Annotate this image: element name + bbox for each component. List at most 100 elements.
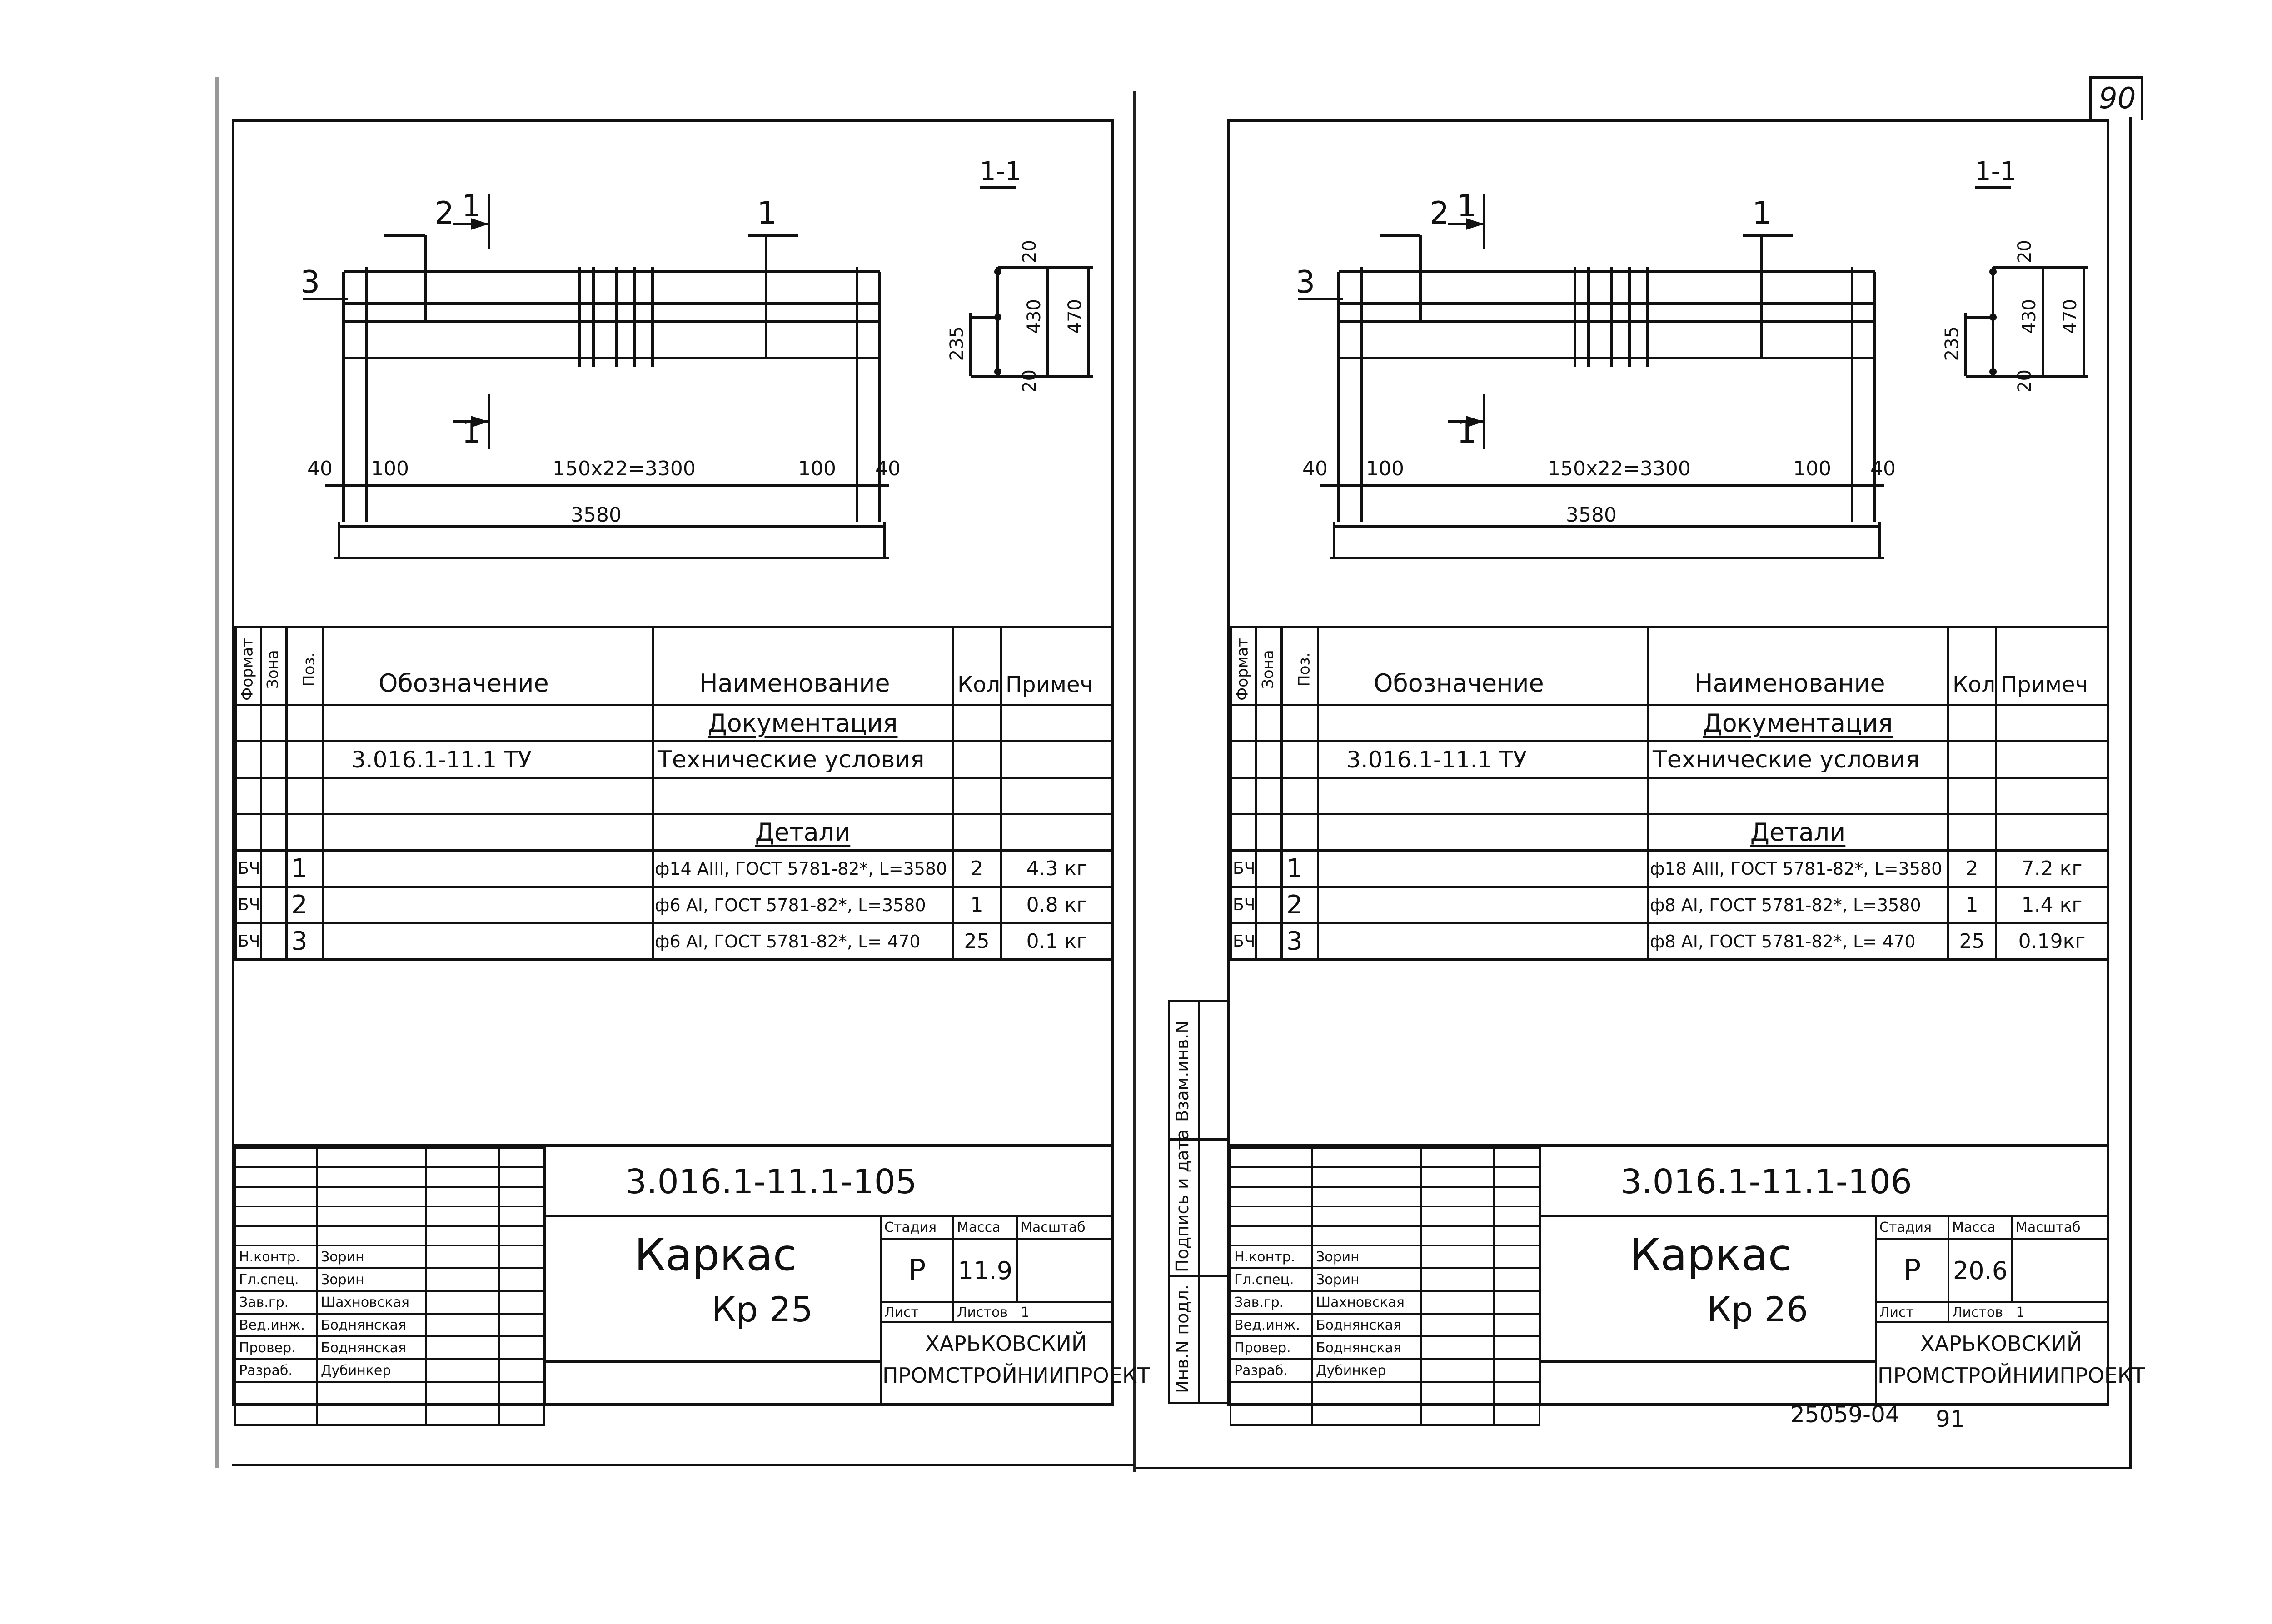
section-dim-outer: 470 xyxy=(1065,299,1086,334)
dim-right-end: 40 xyxy=(875,457,901,480)
cut-label-top: 1 xyxy=(1457,188,1477,224)
dim-left-offset: 100 xyxy=(371,457,409,480)
section-dim-inner: 430 xyxy=(2019,299,2040,334)
table-row: БЧ 2 ф6 AI, ГОСТ 5781-82*, L=3580 1 0.8 … xyxy=(234,886,1114,924)
dim-left-offset: 100 xyxy=(1366,457,1404,480)
stage-value: Р xyxy=(880,1238,954,1303)
stage-table: Стадия Масса Масштаб Р 11.9 Лист Листов … xyxy=(880,1215,1113,1323)
page-number: 90 xyxy=(2099,82,2136,115)
col-designation: Обозначение xyxy=(1317,626,1649,706)
specification-table: Формат Зона Поз. Обозначение Наименовани… xyxy=(234,626,1114,961)
doc-title: Каркас xyxy=(634,1230,797,1280)
dim-right-end: 40 xyxy=(1870,457,1896,480)
pos-label-1: 1 xyxy=(1752,195,1772,231)
dim-middle: 150x22=3300 xyxy=(553,457,696,480)
frame-drawing xyxy=(1298,186,2088,559)
dim-left-end: 40 xyxy=(1302,457,1328,480)
cut-label-bottom: 1 xyxy=(462,414,482,450)
doc-name: Технические условия xyxy=(1647,740,1949,779)
pos-label-3: 3 xyxy=(1295,264,1315,300)
page-number-box: 90 xyxy=(2089,76,2143,120)
doc-title: Каркас xyxy=(1629,1230,1792,1280)
specification-table: Формат Зона Поз. Обозначение Наименовани… xyxy=(1230,626,2109,961)
stage-table: Стадия Масса Масштаб Р 20.6 Лист Листов … xyxy=(1875,1215,2108,1323)
col-pos: Поз. xyxy=(1281,627,1318,705)
doc-subtitle: Кр 25 xyxy=(712,1289,813,1330)
title-block: Н.контр. Зорин Гл.спец. Зорин Зав.гр. Ша… xyxy=(1230,1144,2145,1426)
col-designation: Обозначение xyxy=(322,626,654,706)
footer-code: 25059-04 xyxy=(1790,1401,1900,1428)
signature-table: Н.контр. Зорин Гл.спец. Зорин Зав.гр. Ша… xyxy=(234,1147,545,1426)
col-zone: Зона xyxy=(261,627,287,705)
dim-right-offset: 100 xyxy=(1793,457,1831,480)
left-binding-edge xyxy=(215,77,219,1468)
col-qty: Кол xyxy=(952,626,1002,706)
doc-code: 3.016.1-11.1-105 xyxy=(625,1162,917,1201)
mass-value: 11.9 xyxy=(952,1238,1018,1303)
dim-left-end: 40 xyxy=(307,457,333,480)
side-strip-inv: Инв.N подл. xyxy=(1172,1285,1192,1394)
section-dim-bottom: 20 xyxy=(2014,369,2035,393)
dim-total: 3580 xyxy=(1566,503,1617,527)
col-note: Примеч xyxy=(1000,626,1114,706)
pos-label-2: 2 xyxy=(1430,195,1450,231)
col-name: Наименование xyxy=(652,626,954,706)
section-dim-bottom: 20 xyxy=(1019,369,1040,393)
side-strip: Инв.N подл. Подпись и дата Взам.инв.N xyxy=(1168,1000,1229,1404)
side-strip-sign: Подпись и дата xyxy=(1172,1129,1192,1272)
section-dim-top: 20 xyxy=(1019,240,1040,263)
col-format: Формат xyxy=(1231,627,1256,705)
dim-right-offset: 100 xyxy=(798,457,836,480)
org-line2: ПРОМСТРОЙНИИПРОЕКТ xyxy=(1878,1363,2145,1388)
signature-table: Н.контр. Зорин Гл.спец. Зорин Зав.гр. Ша… xyxy=(1230,1147,1540,1426)
left-outer-bottom xyxy=(232,1464,1134,1466)
org-line1: ХАРЬКОВСКИЙ xyxy=(1920,1331,2083,1356)
col-name: Наименование xyxy=(1647,626,1949,706)
col-format: Формат xyxy=(235,627,261,705)
pos-label-2: 2 xyxy=(434,195,454,231)
title-block: Н.контр. Зорин Гл.спец. Зорин Зав.гр. Ша… xyxy=(234,1144,1150,1426)
cut-label-top: 1 xyxy=(462,188,482,224)
sheet-right: 1-1 2 1 1 3 1 40 100 150x22=3300 100 40 … xyxy=(1227,119,2145,1426)
doc-designation: 3.016.1-11.1 ТУ xyxy=(322,740,654,779)
table-row: БЧ 2 ф8 AI, ГОСТ 5781-82*, L=3580 1 1.4 … xyxy=(1230,886,2109,924)
col-zone: Зона xyxy=(1256,627,1282,705)
section-parts: Детали xyxy=(1647,813,1949,852)
org-line1: ХАРЬКОВСКИЙ xyxy=(925,1331,1087,1356)
cut-label-bottom: 1 xyxy=(1457,414,1477,450)
table-row: БЧ 1 ф14 AIII, ГОСТ 5781-82*, L=3580 2 4… xyxy=(234,849,1114,888)
mass-value: 20.6 xyxy=(1948,1238,2013,1303)
col-qty: Кол xyxy=(1947,626,1997,706)
right-outer-edge xyxy=(2129,117,2132,1469)
table-row: БЧ 1 ф18 AIII, ГОСТ 5781-82*, L=3580 2 7… xyxy=(1230,849,2109,888)
doc-subtitle: Кр 26 xyxy=(1707,1289,1809,1330)
sheet-left: 1-1 2 1 1 3 1 40 100 150x22=3300 100 40 … xyxy=(232,119,1150,1426)
col-pos: Поз. xyxy=(286,627,323,705)
section-dim-side: 235 xyxy=(947,326,967,361)
section-parts: Детали xyxy=(652,813,954,852)
dim-middle: 150x22=3300 xyxy=(1548,457,1691,480)
section-label: 1-1 xyxy=(1975,157,2017,186)
center-divider xyxy=(1133,91,1136,1472)
stage-value: Р xyxy=(1875,1238,1949,1303)
section-dim-side: 235 xyxy=(1942,326,1963,361)
col-note: Примеч xyxy=(1995,626,2109,706)
section-dim-inner: 430 xyxy=(1024,299,1045,334)
doc-name: Технические условия xyxy=(652,740,954,779)
org-line2: ПРОМСТРОЙНИИПРОЕКТ xyxy=(882,1363,1150,1388)
doc-designation: 3.016.1-11.1 ТУ xyxy=(1317,740,1649,779)
section-dim-outer: 470 xyxy=(2060,299,2081,334)
section-label: 1-1 xyxy=(980,157,1021,186)
doc-code: 3.016.1-11.1-106 xyxy=(1620,1162,1912,1201)
pos-label-1: 1 xyxy=(757,195,777,231)
pos-label-3: 3 xyxy=(300,264,320,300)
table-row: БЧ 3 ф8 AI, ГОСТ 5781-82*, L= 470 25 0.1… xyxy=(1230,922,2109,961)
dim-total: 3580 xyxy=(571,503,622,527)
footer-page: 91 xyxy=(1936,1406,1965,1432)
frame-drawing xyxy=(303,186,1093,559)
section-dim-top: 20 xyxy=(2014,240,2035,263)
side-strip-replace: Взам.инв.N xyxy=(1172,1021,1192,1122)
right-outer-bottom xyxy=(1136,1467,2131,1469)
section-docs: Документация xyxy=(1647,704,1949,742)
section-docs: Документация xyxy=(652,704,954,742)
